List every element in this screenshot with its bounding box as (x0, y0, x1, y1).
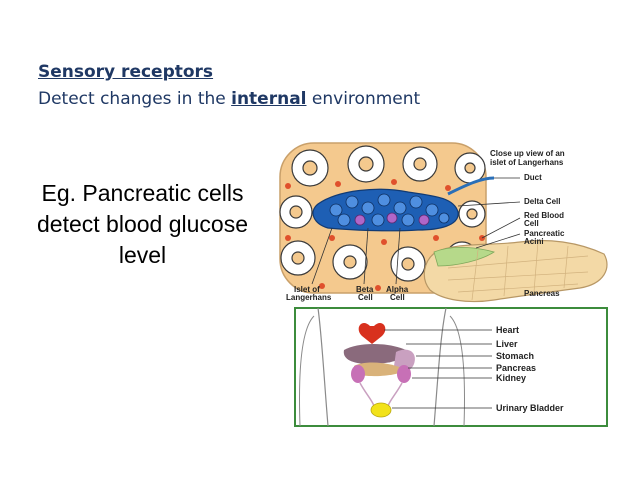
label-urinary-bladder: Urinary Bladder (496, 403, 564, 413)
label-kidney: Kidney (496, 373, 526, 383)
label-delta-cell: Delta Cell (524, 197, 560, 206)
subtitle-suffix: environment (311, 89, 421, 109)
label-islet-line1: Islet of (294, 285, 320, 294)
label-heart: Heart (496, 325, 519, 335)
example-text: Eg. Pancreatic cells detect blood glucos… (37, 180, 248, 268)
label-alpha-line1: Alpha (386, 285, 409, 294)
label-beta-line2: Cell (358, 293, 373, 302)
pancreas-diagram: Close up view of an islet of Langerhans … (279, 142, 608, 427)
caption-line1: Close up view of an (490, 149, 565, 158)
label-rbc-line2: Cell (524, 219, 539, 228)
label-stomach: Stomach (496, 351, 534, 361)
label-alpha-line2: Cell (390, 293, 405, 302)
label-pancreas-organ: Pancreas (524, 289, 560, 298)
subtitle-emphasis: internal (231, 89, 307, 109)
body-diagram (294, 307, 608, 427)
label-duct: Duct (524, 173, 542, 182)
label-acini-line1: Pancreatic (524, 229, 565, 238)
slide-title: Sensory receptors (38, 62, 214, 82)
label-beta-line1: Beta (356, 285, 374, 294)
slide-heading: Sensory receptors Detect changes in the … (38, 59, 420, 112)
label-islet-line2: Langerhans (286, 293, 332, 302)
label-liver: Liver (496, 339, 518, 349)
subtitle-prefix: Detect changes in the (38, 89, 226, 109)
caption-line2: islet of Langerhans (490, 158, 564, 167)
islet-cross-section (279, 142, 495, 294)
slide-subtitle: Detect changes in the internal environme… (38, 86, 420, 112)
label-acini-line2: Acini (524, 237, 544, 246)
pancreas-organ (423, 239, 608, 303)
label-rbc-line1: Red Blood (524, 211, 564, 220)
label-pancreas: Pancreas (496, 363, 536, 373)
